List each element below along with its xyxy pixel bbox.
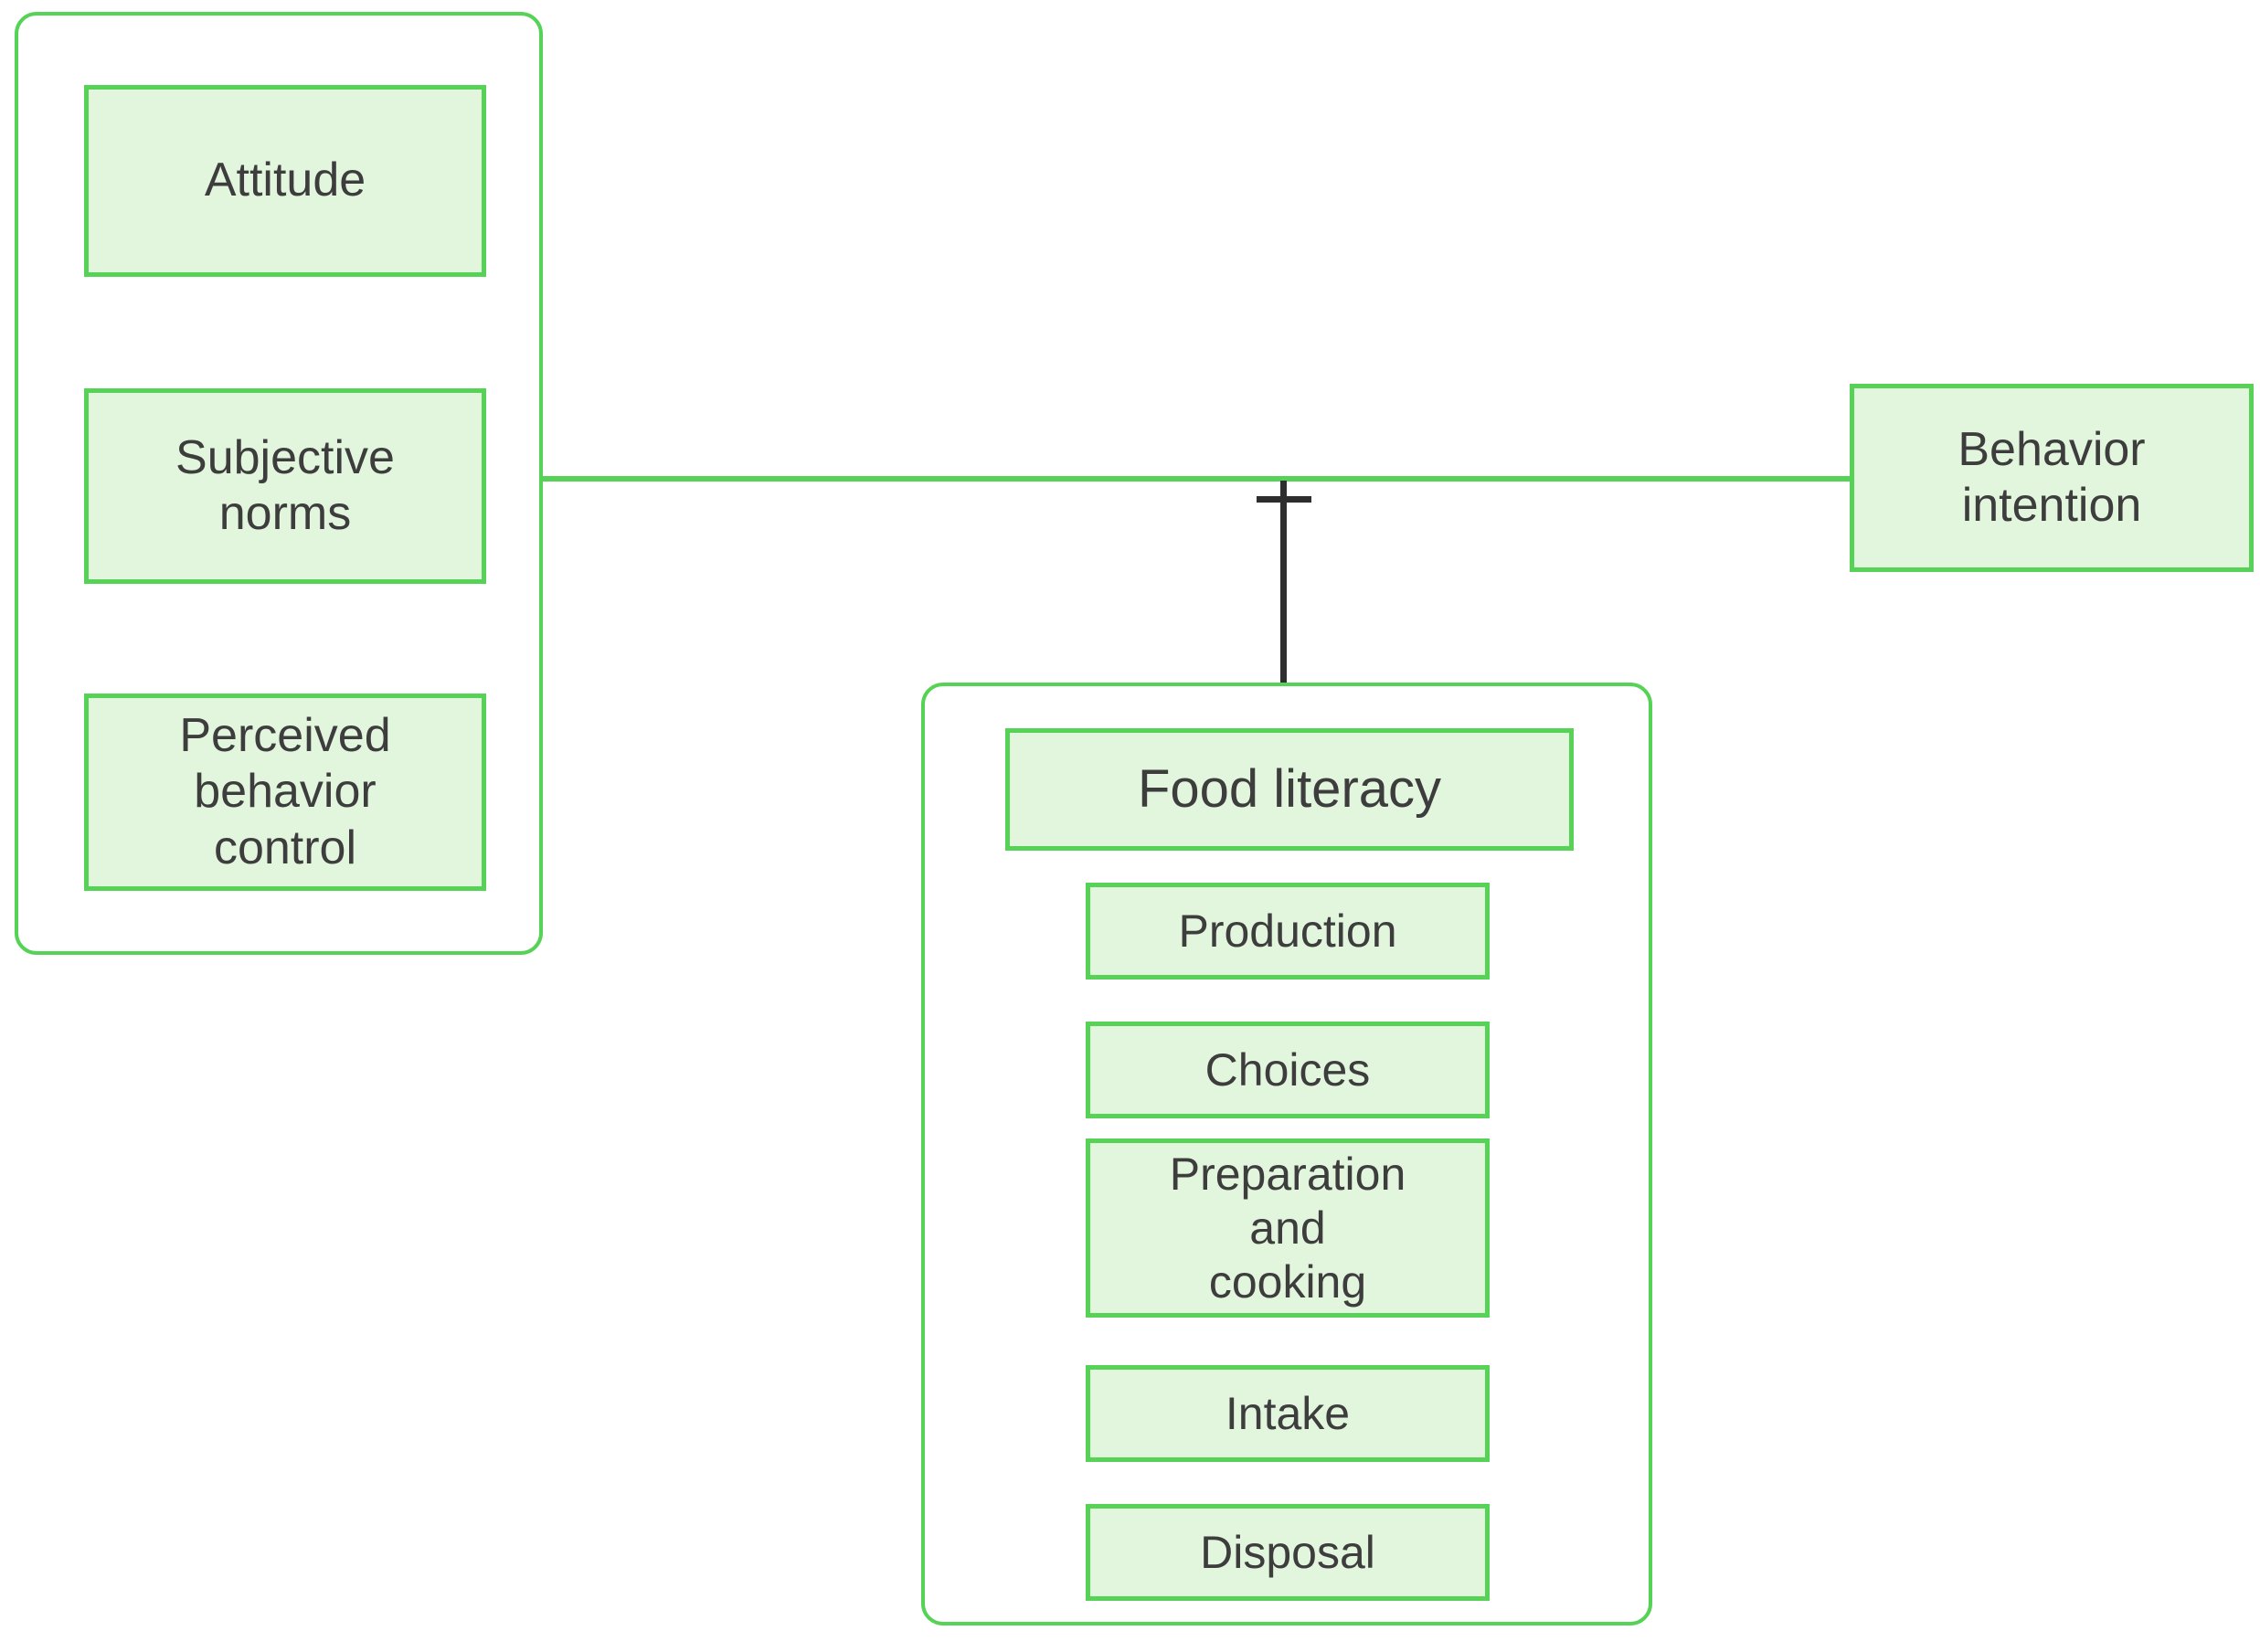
predictors-to-intention-connector-line xyxy=(543,476,1852,482)
food-literacy-group-container: Food literacy Production Choices Prepara… xyxy=(921,683,1652,1626)
production-box: Production xyxy=(1086,883,1490,980)
moderation-cross-tick xyxy=(1257,496,1311,503)
preparation-and-cooking-box: Preparation and cooking xyxy=(1086,1138,1490,1318)
perceived-behavior-control-box: Perceived behavior control xyxy=(84,694,486,891)
behavior-intention-box: Behavior intention xyxy=(1850,384,2254,572)
attitude-box: Attitude xyxy=(84,85,486,277)
predictors-group-container: Attitude Subjective norms Perceived beha… xyxy=(15,12,543,955)
intake-box: Intake xyxy=(1086,1365,1490,1462)
disposal-box: Disposal xyxy=(1086,1504,1490,1601)
food-literacy-title-box: Food literacy xyxy=(1005,728,1574,851)
moderation-vertical-line xyxy=(1280,481,1287,685)
choices-box: Choices xyxy=(1086,1022,1490,1118)
subjective-norms-box: Subjective norms xyxy=(84,388,486,584)
